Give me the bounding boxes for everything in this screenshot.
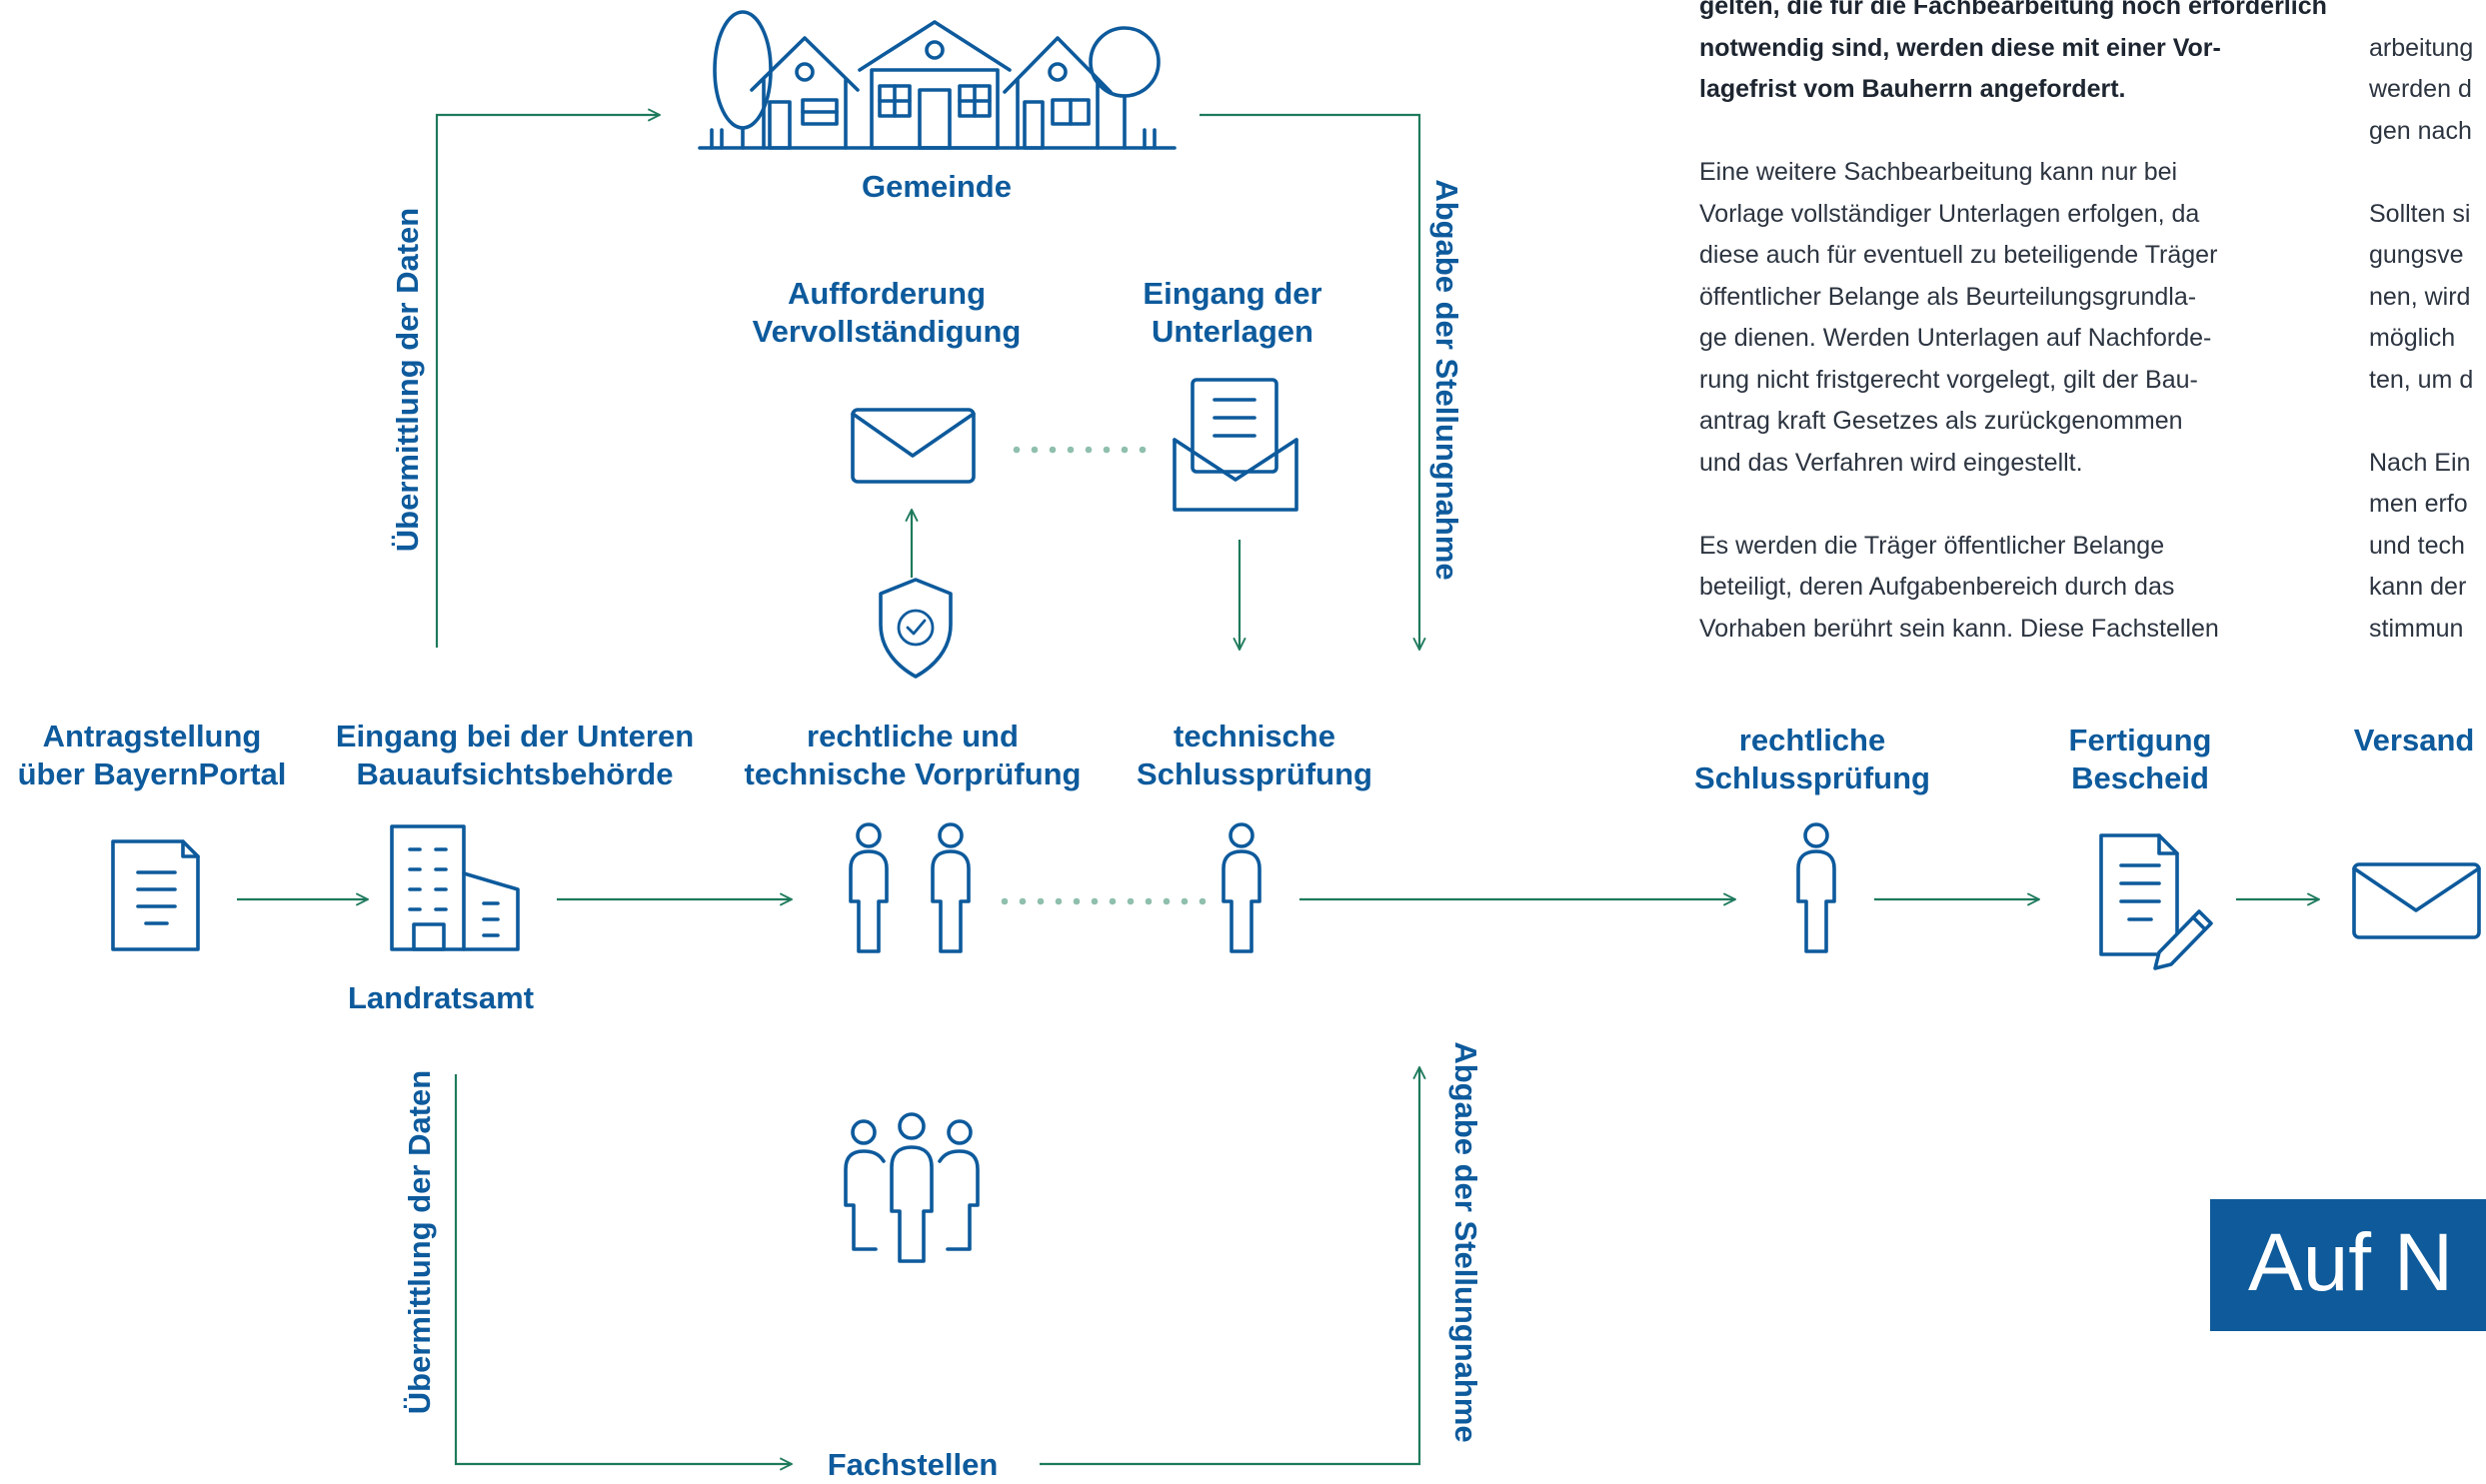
label-aufforderung: Aufforderung Vervollständigung [752, 276, 1022, 349]
text-column-1: gelten, die für die Fachbearbeitung noch… [1699, 0, 2329, 650]
banner: Auf N [2210, 1199, 2486, 1331]
text-line: gen nach [2369, 116, 2472, 145]
document-icon [111, 839, 200, 951]
label-schlusspruefung-rechtlich: rechtliche Schlussprüfung [1694, 723, 1930, 795]
text-line: werden d [2369, 75, 2472, 103]
text-line: möglich [2369, 324, 2456, 352]
arrow-uebermittlung-bottom [454, 1074, 792, 1464]
banner-text: Auf N [2248, 1217, 2454, 1308]
text-line [2369, 401, 2486, 443]
text-line [1699, 111, 2329, 153]
label-fertigung: Fertigung Bescheid [2068, 723, 2212, 795]
text-line: gelten, die für die Fachbearbeitung noch… [1699, 0, 2327, 20]
text-line: antrag kraft Gesetzes als zurückgenommen [1699, 407, 2183, 435]
text-line: lagefrist vom Bauherrn angefordert. [1699, 75, 2126, 103]
text-line: und tech [2369, 531, 2465, 560]
text-line: men erfo [2369, 490, 2468, 518]
text-line: Nach Ein [2369, 448, 2471, 477]
text-line: beteiligt, deren Aufgabenbereich durch d… [1699, 573, 2175, 601]
arrow-abgabe-bottom [1040, 1067, 1419, 1466]
label-uebermittlung-top: Übermittlung der Daten [390, 207, 425, 553]
text-line: Es werden die Träger öffentlicher Belang… [1699, 531, 2165, 560]
label-eingang-unterlagen: Eingang der Unterlagen [1143, 276, 1322, 349]
text-line: Vorlage vollständiger Unterlagen erfolge… [1699, 199, 2200, 228]
label-fachstellen: Fachstellen [827, 1447, 999, 1482]
person-icon-4 [1796, 822, 1836, 953]
text-line: kann der [2369, 573, 2467, 601]
label-versand: Versand [2353, 723, 2475, 757]
label-antragstellung: Antragstellung über BayernPortal [17, 719, 287, 791]
shield-check-icon [879, 578, 953, 679]
text-line: stimmun [2369, 614, 2464, 643]
label-gemeinde: Gemeinde [862, 169, 1012, 204]
group-icon [844, 1112, 980, 1263]
text-line: ge dienen. Werden Unterlagen auf Nachfor… [1699, 324, 2212, 352]
label-schlusspruefung-technisch: technische Schlussprüfung [1137, 719, 1372, 791]
text-line [2369, 0, 2486, 28]
dots-aufforderung-eingang [1013, 446, 1147, 454]
houses-icon [698, 10, 1177, 150]
text-line: rung nicht fristgerecht vorgelegt, gilt … [1699, 365, 2198, 394]
person-icon-3 [1222, 822, 1261, 953]
text-line: Eine weitere Sachbearbeitung kann nur be… [1699, 158, 2178, 186]
text-line: gungsve [2369, 241, 2464, 269]
text-line: öffentlicher Belange als Beurteilungsgru… [1699, 282, 2197, 311]
building-icon [390, 824, 520, 951]
person-icon-2 [931, 822, 971, 953]
text-line: ten, um d [2369, 365, 2474, 394]
text-line: und das Verfahren wird eingestellt. [1699, 448, 2083, 477]
label-uebermittlung-bottom: Übermittlung der Daten [402, 1069, 437, 1415]
label-abgabe-top: Abgabe der Stellungnahme [1429, 179, 1464, 581]
envelope-versand-icon [2352, 862, 2481, 939]
arrow-uebermittlung-top [435, 115, 660, 648]
text-line: Vorhaben berührt sein kann. Diese Fachst… [1699, 614, 2219, 643]
dots-pruefer [1001, 897, 1207, 905]
label-abgabe-bottom: Abgabe der Stellungnahme [1448, 1041, 1483, 1443]
label-landratsamt: Landratsamt [347, 980, 535, 1015]
open-envelope-document-icon [1173, 378, 1298, 512]
text-line [2369, 152, 2486, 194]
envelope-icon [851, 408, 976, 484]
text-line: diese auch für eventuell zu beteiligende… [1699, 241, 2218, 269]
text-column-2: arbeitung werden d gen nach Sollten si gung… [2369, 0, 2486, 650]
text-line: notwendig sind, werden diese mit einer V… [1699, 33, 2221, 62]
text-line: arbeitung [2369, 33, 2474, 62]
text-line: Sollten si [2369, 199, 2471, 228]
text-line: nen, wird [2369, 282, 2471, 311]
arrow-abgabe-top [1200, 113, 1419, 650]
label-eingang-behoerde: Eingang bei der Unteren Bauaufsichtsbehö… [335, 719, 695, 791]
document-pencil-icon [2099, 833, 2213, 970]
label-vorpruefung: rechtliche und technische Vorprüfung [744, 719, 1082, 791]
person-icon-1 [849, 822, 889, 953]
text-line [1699, 484, 2329, 526]
